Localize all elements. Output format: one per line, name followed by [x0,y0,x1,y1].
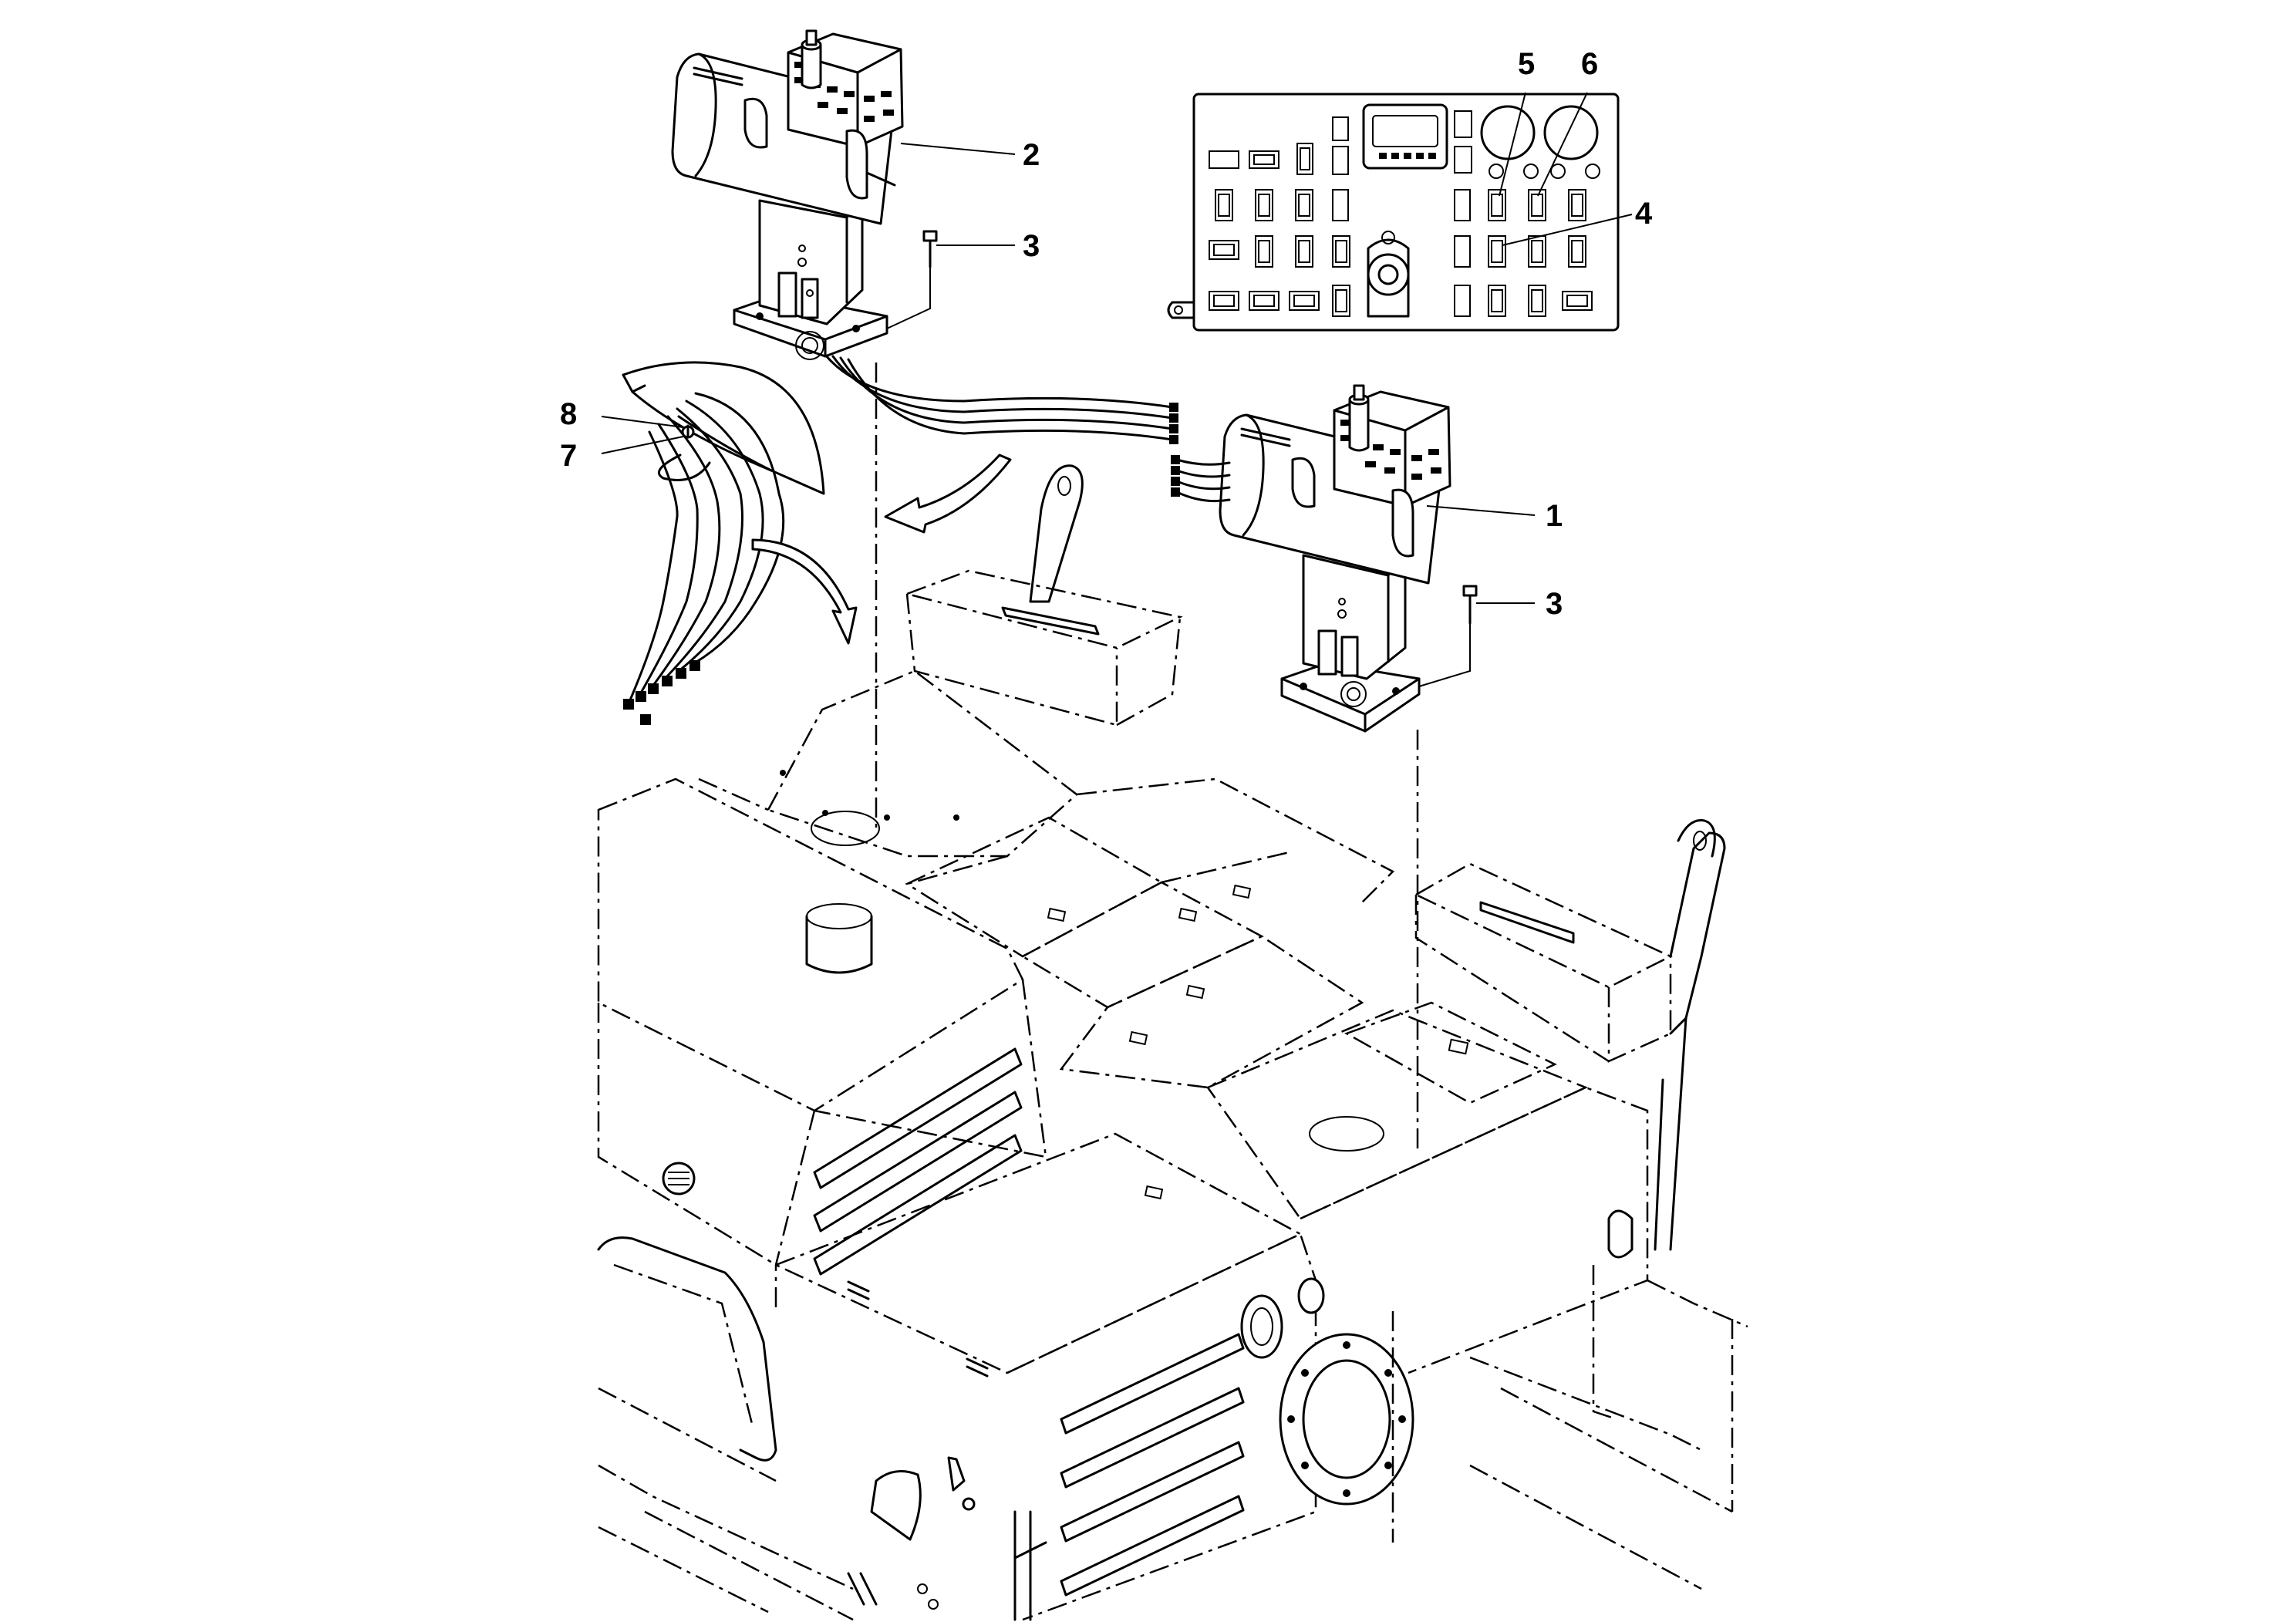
direction-arrows [751,454,1012,645]
callout-3-lower: 3 [1546,587,1563,621]
screw-lower [1418,585,1478,687]
leader-lines [601,92,1633,604]
screw-upper [886,230,938,329]
machine-platform [597,569,1748,1621]
callout-7: 7 [560,439,577,473]
callout-3-upper: 3 [1023,229,1040,263]
callout-8: 8 [560,397,577,431]
lifting-lugs [1029,464,1716,858]
control-panel [1167,93,1620,332]
callout-6: 6 [1581,47,1598,81]
joystick-console-left [671,29,1178,444]
callout-labels: 1 2 3 3 4 5 6 7 8 [560,47,1653,621]
callout-1: 1 [1546,499,1563,533]
callout-2: 2 [1023,138,1040,172]
cable-harness [622,361,825,725]
joystick-console-right [1171,384,1451,733]
callout-5: 5 [1518,47,1535,81]
callout-4: 4 [1635,197,1653,231]
